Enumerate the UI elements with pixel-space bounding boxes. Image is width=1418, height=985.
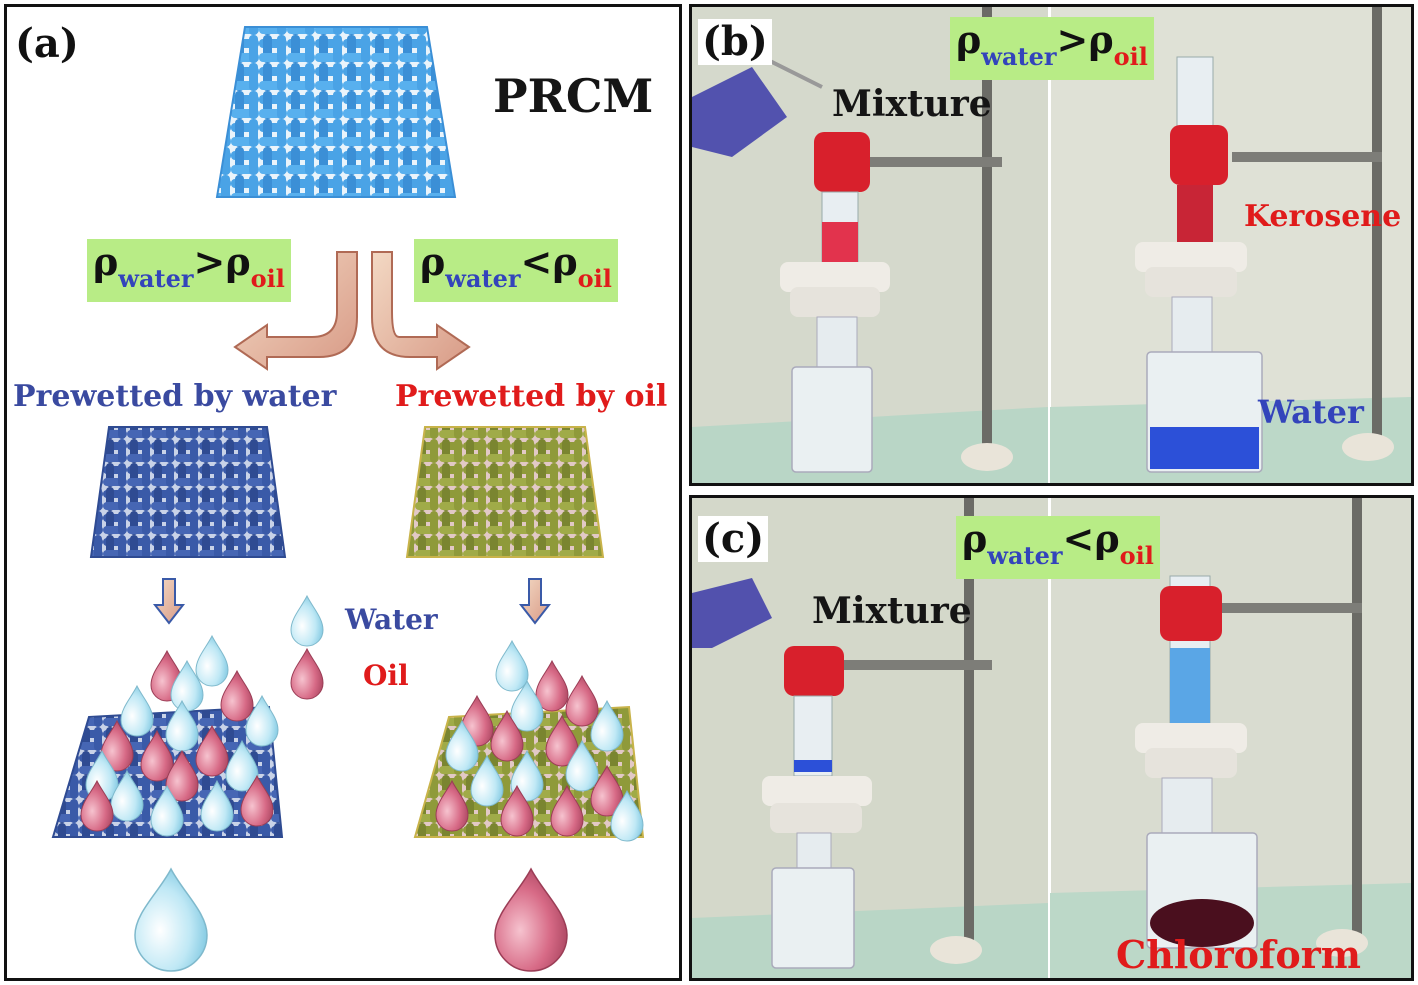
chloroform-label: Chloroform [1116, 932, 1361, 977]
panel-b-label: (b) [698, 19, 772, 65]
kerosene-label: Kerosene [1244, 199, 1402, 234]
rho-water-gt-oil-box: ρwater>ρoil [87, 239, 291, 302]
output-oil-drop [494, 867, 568, 972]
prcm-mesh [215, 26, 457, 198]
water-prewetted-mesh [89, 426, 287, 558]
down-arrow-left [152, 578, 186, 625]
prewetted-by-oil-caption: Prewetted by oil [395, 379, 668, 414]
panel-b-water-label: Water [1258, 393, 1364, 431]
panel-c-mixture-label: Mixture [812, 590, 972, 632]
down-arrow-right [518, 578, 552, 625]
legend-water-label: Water [345, 603, 438, 636]
panel-c-rho-box: ρwater<ρoil [956, 516, 1160, 579]
panel-a-illustration [51, 26, 645, 972]
oil-prewetted-mesh [405, 426, 605, 558]
rho-water-lt-oil-box: ρwater<ρoil [414, 239, 618, 302]
panel-a: (a) PRCM ρwater>ρoil ρwater<ρoil Prewett… [4, 4, 682, 981]
panel-c: (c) ρwater<ρoil Mixture Chloroform [689, 495, 1414, 981]
right-arrow [371, 251, 471, 371]
legend-oil-label: Oil [363, 659, 409, 692]
left-arrow [233, 251, 358, 371]
panel-b-photo [692, 7, 1411, 483]
panel-b-rho-box: ρwater>ρoil [950, 17, 1154, 80]
prewetted-by-water-caption: Prewetted by water [13, 379, 337, 414]
panel-b-mixture-label: Mixture [832, 83, 992, 125]
legend-oil-drop [290, 648, 324, 700]
panel-b: (b) ρwater>ρoil Mixture Kerosene Water [689, 4, 1414, 486]
prcm-title: PRCM [493, 69, 654, 123]
legend-water-drop [290, 595, 324, 647]
panel-c-photo [692, 498, 1411, 978]
panel-c-label: (c) [698, 516, 769, 562]
panel-a-label: (a) [11, 21, 83, 67]
output-water-drop [134, 867, 208, 972]
